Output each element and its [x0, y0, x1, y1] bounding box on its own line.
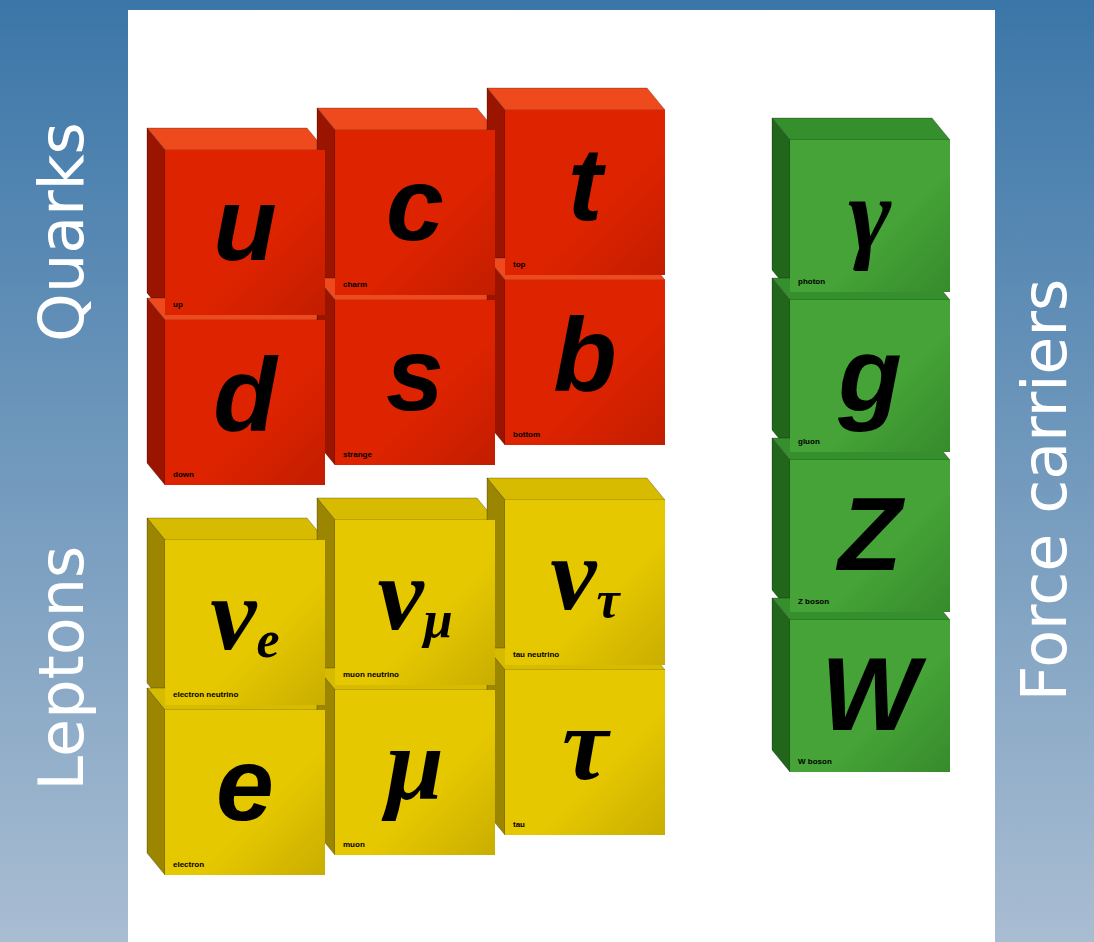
particle-name: gluon [798, 438, 820, 446]
particle-symbol: s [335, 322, 495, 426]
particle-cube: t top [505, 110, 665, 275]
cube-top-face [147, 518, 325, 540]
particle-cube: c charm [335, 130, 495, 295]
cube-side-face [772, 598, 790, 772]
particle-symbol: e [165, 732, 325, 836]
particle-symbol: ντ [505, 522, 665, 626]
particle-name: tau [513, 821, 525, 829]
particle-name: electron [173, 861, 204, 869]
particle-name: down [173, 471, 194, 479]
cube-top-face [772, 118, 950, 140]
particle-symbol: μ [335, 712, 495, 816]
particle-cube: b bottom [505, 280, 665, 445]
cube-top-face [317, 498, 495, 520]
cube-top-face [487, 478, 665, 500]
particle-symbol: g [790, 322, 950, 426]
particle-symbol: t [505, 132, 665, 236]
particle-name: top [513, 261, 525, 269]
group-label: Leptons [31, 546, 93, 791]
particle-name: bottom [513, 431, 540, 439]
particle-name: up [173, 301, 183, 309]
particle-symbol: νe [165, 562, 325, 666]
particle-symbol: γ [790, 162, 950, 266]
cube-side-face [147, 298, 165, 485]
particle-name: Z boson [798, 598, 829, 606]
particle-cube: νe electron neutrino [165, 540, 325, 705]
particle-cube: γ photon [790, 140, 950, 292]
particle-symbol: c [335, 152, 495, 256]
particle-symbol: Z [790, 482, 950, 586]
group-label: Quarks [31, 122, 93, 342]
cube-side-face [147, 128, 165, 315]
cube-top-face [487, 88, 665, 110]
group-label: Force carriers [1014, 279, 1076, 702]
particle-cube: u up [165, 150, 325, 315]
particle-cube: νμ muon neutrino [335, 520, 495, 685]
particle-cube: W W boson [790, 620, 950, 772]
cube-side-face [772, 438, 790, 612]
particle-cube: s strange [335, 300, 495, 465]
cube-side-face [772, 118, 790, 292]
cube-top-face [147, 128, 325, 150]
particle-cube: ντ tau neutrino [505, 500, 665, 665]
particle-name: photon [798, 278, 825, 286]
particle-name: charm [343, 281, 367, 289]
particle-cube: μ muon [335, 690, 495, 855]
particle-cube: d down [165, 320, 325, 485]
particle-symbol: νμ [335, 542, 495, 646]
particle-symbol: τ [505, 692, 665, 796]
particle-cube: e electron [165, 710, 325, 875]
particle-cube: τ tau [505, 670, 665, 835]
cube-top-face [317, 108, 495, 130]
particle-name: muon [343, 841, 365, 849]
particle-name: tau neutrino [513, 651, 559, 659]
particle-cube: g gluon [790, 300, 950, 452]
particle-symbol: W [790, 642, 950, 746]
particle-name: strange [343, 451, 372, 459]
particle-symbol: d [165, 342, 325, 446]
particle-symbol: b [505, 302, 665, 406]
particle-symbol: u [165, 172, 325, 276]
particle-cube: Z Z boson [790, 460, 950, 612]
cube-side-face [147, 688, 165, 875]
cube-side-face [772, 278, 790, 452]
cube-side-face [147, 518, 165, 705]
particle-name: W boson [798, 758, 832, 766]
particle-name: electron neutrino [173, 691, 238, 699]
particle-name: muon neutrino [343, 671, 399, 679]
